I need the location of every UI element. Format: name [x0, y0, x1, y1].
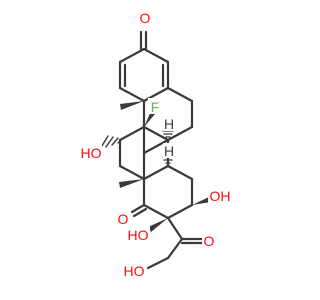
- bond: [146, 256, 170, 270]
- methyl-wedge-c13: [119, 179, 144, 188]
- bond: [166, 237, 184, 260]
- hydroxyl-label: HO: [81, 145, 102, 161]
- bond: [142, 47, 170, 64]
- hydroxyl-label: HO: [124, 263, 145, 279]
- oxygen-label: O: [118, 211, 129, 227]
- oxygen-label: O: [204, 233, 215, 249]
- atom-label-terminal-hydroxyl: HO: [122, 262, 146, 279]
- atom-label-stereo-h-upper: H: [163, 116, 175, 132]
- hydroxyl-wedge-c17: [148, 218, 168, 232]
- atom-label-hydroxyl-alpha: HO: [126, 226, 150, 243]
- bond: [166, 164, 194, 181]
- atom-label-fluorine: F: [148, 98, 160, 115]
- bond: [130, 203, 146, 214]
- bond: [118, 86, 146, 103]
- fluorine-label: F: [151, 99, 160, 115]
- atom-label-hydroxyl-right: OH: [208, 187, 232, 204]
- hydrogen-label: H: [164, 143, 174, 159]
- atom-label-ketone-bottom-o: O: [116, 210, 130, 227]
- bond: [166, 125, 194, 142]
- atom-label-hydroxyl-c11: HO: [80, 144, 102, 161]
- bond: [166, 216, 184, 241]
- ring-b: [142, 86, 194, 142]
- methyl-wedge-c10: [120, 101, 144, 110]
- hydroxyl-label: OH: [210, 188, 231, 204]
- bond: [142, 125, 170, 142]
- bond: [166, 86, 194, 103]
- bond: [118, 125, 146, 142]
- hydroxyl-wedge-right: [192, 197, 211, 205]
- bond: [142, 164, 170, 181]
- atom-label-side-chain-ketone-o: O: [202, 232, 216, 249]
- molecule-structure: O F HO O OH HO O HO H H: [80, 9, 232, 279]
- hydrogen-label: H: [164, 116, 174, 132]
- hydroxyl-hash-c11: [99, 135, 123, 150]
- fluorine-wedge: [144, 111, 155, 127]
- hydroxyl-label: HO: [128, 227, 149, 243]
- atom-label-ketone-top-o: O: [138, 9, 151, 26]
- ring-c: [118, 125, 170, 181]
- bond: [132, 207, 148, 218]
- ring-a: [118, 30, 170, 103]
- atom-label-stereo-h-lower: H: [163, 143, 175, 159]
- bond: [166, 203, 194, 220]
- bond: [142, 203, 170, 220]
- bond: [118, 164, 146, 181]
- bond: [118, 47, 146, 64]
- oxygen-label: O: [140, 10, 151, 26]
- bond: [142, 138, 170, 155]
